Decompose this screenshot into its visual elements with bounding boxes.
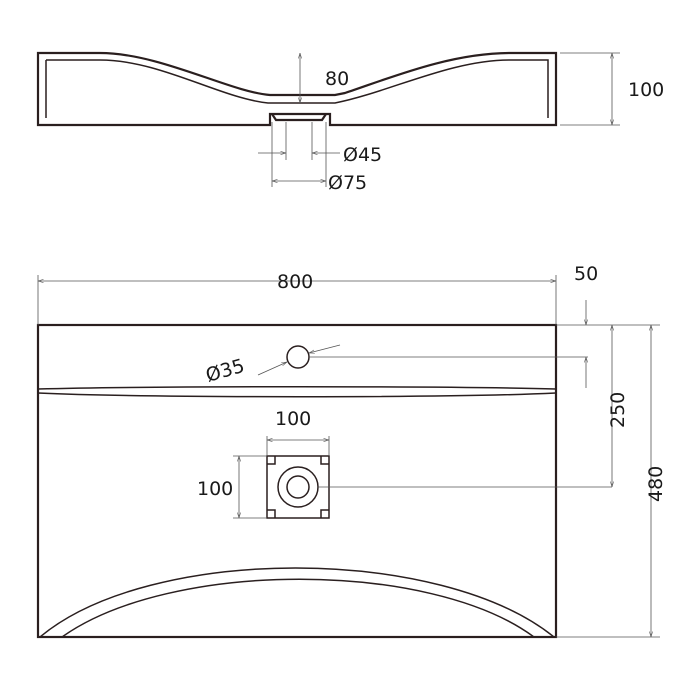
tap-hole bbox=[286, 345, 310, 369]
bowl-front-curve bbox=[39, 567, 555, 638]
depth-label: 80 bbox=[325, 68, 349, 90]
width-label: 800 bbox=[277, 271, 313, 293]
basin-top-outline bbox=[36, 323, 558, 639]
tap-hole-dim-right bbox=[309, 344, 341, 353]
outlet-inner-diameter-label: Ø45 bbox=[343, 144, 382, 166]
outlet-outer-diameter-label: Ø75 bbox=[328, 172, 367, 194]
drain-inner-ring bbox=[286, 475, 310, 499]
drain-width-label: 100 bbox=[275, 408, 311, 430]
tap-hole-dim-left bbox=[257, 362, 287, 376]
drain-corner-marks bbox=[267, 456, 329, 518]
side-view: 80 100 Ø45 Ø75 bbox=[36, 51, 664, 194]
deck-edge bbox=[37, 386, 557, 398]
top-view: Ø35 100 100 800 50 250 480 bbox=[36, 263, 667, 639]
drain-offset-label: 250 bbox=[607, 392, 629, 428]
drain-height-label: 100 bbox=[197, 478, 233, 500]
total-depth-label: 480 bbox=[645, 466, 667, 502]
basin-side-outline bbox=[36, 51, 558, 127]
height-label: 100 bbox=[628, 79, 664, 101]
tap-offset-label: 50 bbox=[574, 263, 598, 285]
tap-hole-diameter-label: Ø35 bbox=[203, 355, 247, 387]
basin-side-inner bbox=[45, 59, 549, 118]
drain-outlet bbox=[271, 113, 327, 122]
drain-outer-ring bbox=[277, 466, 319, 508]
